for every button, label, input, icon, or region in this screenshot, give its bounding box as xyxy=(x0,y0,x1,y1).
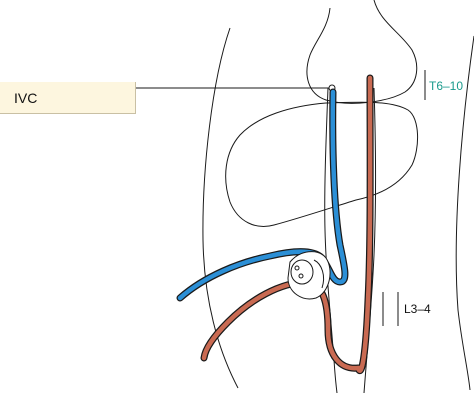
ivc-label: IVC xyxy=(14,90,37,106)
upper-level-label: T6–10 xyxy=(429,79,463,93)
lower-level-label: L3–4 xyxy=(404,302,431,316)
ivc-label-box: IVC xyxy=(0,82,136,114)
red-catheter-outline xyxy=(204,78,370,371)
red-catheter xyxy=(204,78,370,371)
liver-outline xyxy=(226,102,418,226)
catheter-cuff-device xyxy=(288,252,330,299)
